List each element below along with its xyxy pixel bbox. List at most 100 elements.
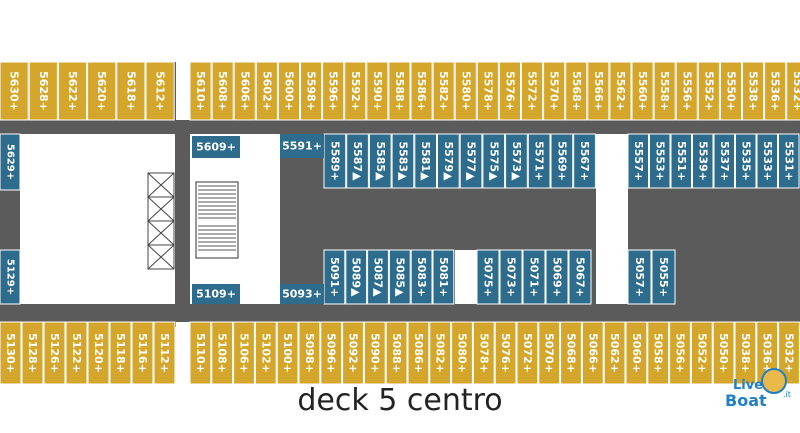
top-row-cabin: [675, 61, 698, 121]
bottom-row-cabin: [734, 321, 757, 385]
bottom-row-cabin: [494, 321, 517, 385]
upper-mid-cabin-label: 5531+: [782, 141, 795, 181]
top-row-cabin: [697, 61, 720, 121]
lower-mid-cabin-label: 5071+: [528, 257, 541, 297]
bottom-row-cabin-label: 5058+: [652, 333, 665, 373]
lower-mid-cabin: [568, 249, 592, 305]
bottom-row-cabin-label: 5102+: [259, 333, 272, 373]
upper-mid-cabin-label: 5567+: [578, 141, 591, 181]
top-row-cabin-label: 5566+: [592, 71, 605, 111]
lower-mid-cabin: [345, 249, 368, 305]
bottom-row-cabin-label: 5130+: [4, 333, 17, 373]
top-gap: [176, 62, 190, 120]
lower-mid-cabin: [627, 249, 652, 305]
bottom-row-cabin: [647, 321, 670, 385]
bottom-row-cabin: [407, 321, 430, 385]
upper-mid-cabin-label: 5533+: [761, 141, 774, 181]
lower-mid-cabin-label: 5067+: [574, 257, 587, 297]
top-row-cabin-label: 5596+: [327, 71, 340, 111]
lower-mid-cabin: [522, 249, 546, 305]
bottom-row-cabin-label: 5056+: [674, 333, 687, 373]
top-row-cabin: [719, 61, 743, 121]
top-row-cabin-label: 5586+: [415, 71, 428, 111]
lower-mid-cabin: [432, 249, 455, 305]
bottom-row-cabin-label: 5078+: [477, 333, 490, 373]
lower-mid-cabin-label: 5075+: [482, 257, 495, 297]
top-row-cabin: [388, 61, 411, 121]
top-row-cabin-label: 5606+: [238, 71, 251, 111]
bottom-row-cabin: [712, 321, 735, 385]
bottom-row-cabin-label: 5060+: [630, 333, 643, 373]
bottom-row-cabin-label: 5088+: [390, 333, 403, 373]
lower-mid-cabin-label: 5087▲: [372, 257, 385, 297]
bottom-row-cabin: [778, 321, 800, 385]
top-row-cabin-label: 5558+: [658, 71, 671, 111]
bottom-row-cabin-label: 5100+: [281, 333, 294, 373]
bottom-row-cabin: [131, 321, 154, 385]
top-row-cabin: [432, 61, 455, 121]
top-row-cabin-label: 5578+: [481, 71, 494, 111]
top-row-cabin: [786, 61, 800, 121]
lower-mid-cabin: [367, 249, 389, 305]
bottom-row-cabin-label: 5128+: [26, 333, 39, 373]
bottom-row-cabin: [669, 321, 691, 385]
cabin-layer: 5630+5628+5622+5620+5618+5612+5610+5608+…: [0, 61, 800, 385]
top-row-cabin: [521, 61, 544, 121]
top-row-cabin: [0, 61, 29, 121]
bottom-row-cabin: [298, 321, 321, 385]
bottom-row-cabin-label: 5036+: [761, 333, 774, 373]
bottom-row-cabin: [560, 321, 582, 385]
top-row-cabin-label: 5568+: [570, 71, 583, 111]
upper-mid-cabin-label: 5583▲: [396, 141, 409, 181]
lower-mid-cabin-label: 5083+: [415, 257, 428, 297]
upper-mid-cabin: [627, 133, 649, 189]
top-row-cabin: [57, 61, 88, 121]
horizontal-cabin-c-label: 5109+: [196, 288, 236, 301]
top-row-cabin: [476, 61, 499, 121]
bottom-row-cabin-label: 5086+: [412, 333, 425, 373]
upper-mid-cabin-label: 5557+: [632, 141, 645, 181]
bottom-row-cabin: [451, 321, 473, 385]
room-gap-d: [455, 250, 477, 304]
bottom-row-cabin: [189, 321, 212, 385]
upper-mid-cabin: [437, 133, 460, 189]
bottom-row-cabin: [320, 321, 343, 385]
horizontal-cabin-d: [280, 284, 324, 304]
upper-mid-cabin: [368, 133, 392, 189]
top-row-cabin: [764, 61, 787, 121]
stair-room-left: [20, 134, 175, 304]
top-row-cabin: [300, 61, 323, 121]
upper-mid-cabin-label: 5535+: [739, 141, 752, 181]
upper-mid-cabin: [649, 133, 671, 189]
top-row-cabin-label: 5622+: [66, 71, 79, 111]
upper-mid-cabin: [573, 133, 596, 189]
upper-mid-cabin-label: 5587▲: [351, 141, 364, 181]
bottom-row-cabin-label: 5098+: [303, 333, 316, 373]
bottom-row-cabin: [0, 321, 22, 385]
bottom-row-cabin: [233, 321, 255, 385]
bottom-row-cabin: [625, 321, 648, 385]
upper-mid-cabin: [692, 133, 714, 189]
upper-mid-cabin: [346, 133, 369, 189]
upper-mid-cabin: [778, 133, 800, 189]
upper-mid-cabin-label: 5551+: [675, 141, 688, 181]
upper-mid-cabin: [670, 133, 692, 189]
upper-mid-cabin-label: 5569+: [555, 141, 568, 181]
upper-mid-cabin-label: 5573▲: [510, 141, 523, 181]
bottom-row-cabin: [254, 321, 277, 385]
lower-mid-cabin-label: 5057+: [633, 257, 646, 297]
upper-mid-cabin: [735, 133, 757, 189]
top-row-cabin: [233, 61, 256, 121]
top-row-cabin-label: 5580+: [459, 71, 472, 111]
top-row-cabin: [587, 61, 610, 121]
upper-mid-cabin: [459, 133, 483, 189]
deck-caption: deck 5 centro: [297, 383, 503, 418]
lower-mid-cabin: [323, 249, 346, 305]
top-row-cabin: [344, 61, 367, 121]
bottom-row-cabin: [211, 321, 234, 385]
top-row-cabin-label: 5592+: [349, 71, 362, 111]
top-row-cabin-label: 5582+: [437, 71, 450, 111]
upper-mid-cabin-label: 5571+: [533, 141, 546, 181]
horizontal-cabin-b-label: 5591+: [282, 140, 322, 153]
